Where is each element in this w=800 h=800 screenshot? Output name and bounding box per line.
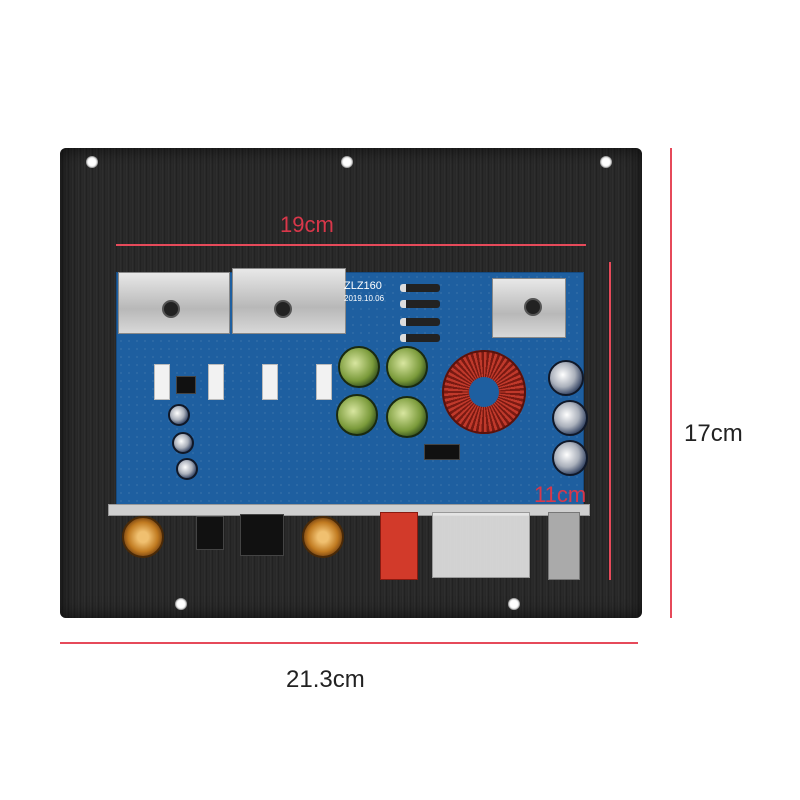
diode — [400, 284, 440, 292]
capacitor — [338, 346, 380, 388]
board-model-text: ZLZ160 — [344, 280, 382, 292]
dimension-line — [116, 244, 586, 246]
rca-jack — [240, 514, 284, 556]
board-date-text: 2019.10.06 — [344, 294, 385, 303]
capacitor — [168, 404, 190, 426]
potentiometer-knob — [122, 516, 164, 558]
switch — [196, 516, 224, 550]
power-resistor — [208, 364, 224, 400]
dimension-label-outer-width: 21.3cm — [286, 666, 365, 693]
dimension-line — [60, 642, 638, 644]
heatsink — [232, 268, 346, 334]
ic-chip — [424, 444, 460, 460]
diode — [400, 300, 440, 308]
capacitor — [176, 458, 198, 480]
power-resistor — [316, 364, 332, 400]
dimension-label-inner-width: 19cm — [280, 212, 334, 237]
dimension-label-outer-height: 17cm — [684, 420, 743, 447]
fuse-block — [432, 512, 530, 578]
mounting-hole — [341, 156, 353, 168]
mounting-hole — [86, 156, 98, 168]
power-connector — [548, 512, 580, 580]
capacitor — [386, 346, 428, 388]
screw-icon — [524, 298, 542, 316]
capacitor — [336, 394, 378, 436]
potentiometer-knob — [302, 516, 344, 558]
capacitor — [552, 440, 588, 476]
dimension-line — [609, 262, 611, 580]
capacitor — [548, 360, 584, 396]
power-resistor — [154, 364, 170, 400]
mounting-hole — [600, 156, 612, 168]
speaker-terminal — [380, 512, 418, 580]
power-resistor — [262, 364, 278, 400]
diode — [400, 334, 440, 342]
diode — [400, 318, 440, 326]
dimension-line — [670, 148, 672, 618]
capacitor — [552, 400, 588, 436]
screw-icon — [162, 300, 180, 318]
capacitor — [172, 432, 194, 454]
screw-icon — [274, 300, 292, 318]
capacitor — [386, 396, 428, 438]
mounting-hole — [175, 598, 187, 610]
dimension-label-board-height: 11cm — [534, 482, 587, 507]
mounting-hole — [508, 598, 520, 610]
toroid-core — [469, 377, 499, 407]
ic-chip — [176, 376, 196, 394]
